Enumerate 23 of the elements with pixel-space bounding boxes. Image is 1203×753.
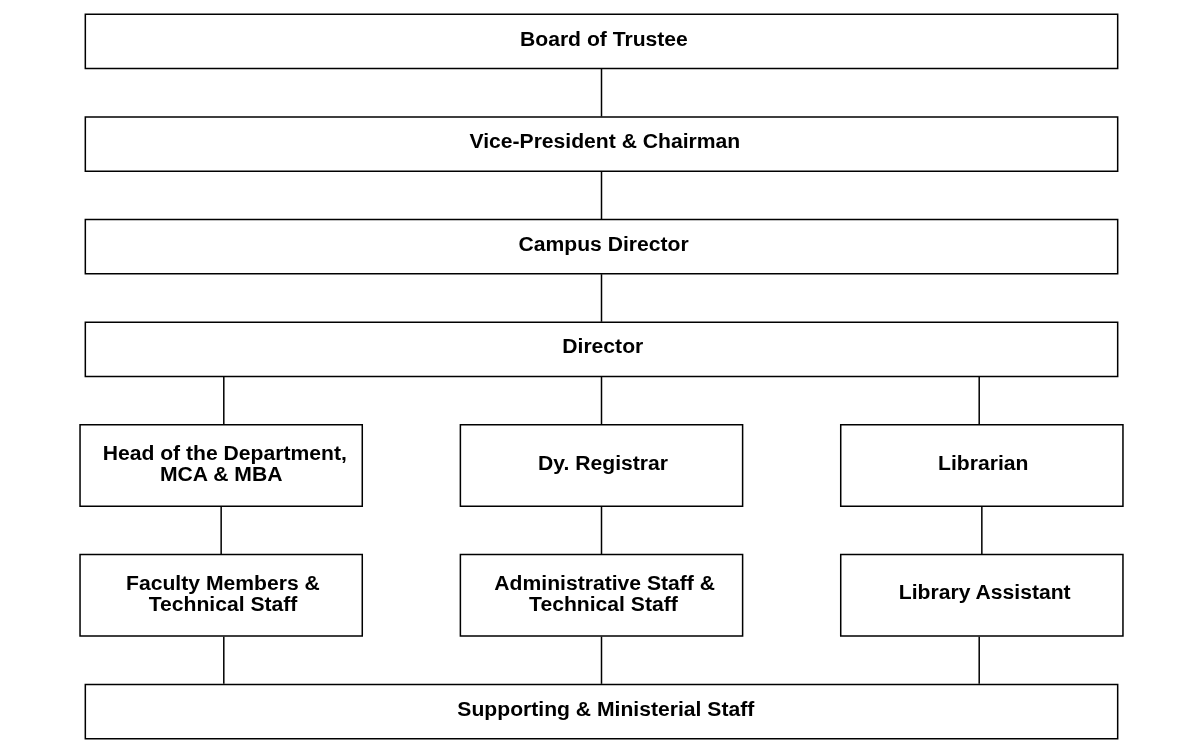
connector <box>600 635 603 685</box>
connector <box>981 505 983 556</box>
node-box: Librarian <box>839 424 1124 508</box>
connector <box>223 635 225 685</box>
connector <box>220 505 222 556</box>
connector <box>600 376 603 426</box>
connector <box>600 170 603 220</box>
node-box: Administrative Staff & Technical Staff <box>459 553 744 637</box>
node-box: Campus Director <box>84 218 1119 275</box>
node-box: Head of the Department, MCA & MBA <box>79 424 364 508</box>
node-box: Faculty Members & Technical Staff <box>79 553 364 637</box>
node-box: Director <box>84 321 1119 378</box>
connector <box>223 376 225 426</box>
connector <box>600 68 603 118</box>
node-box: Dy. Registrar <box>459 424 744 508</box>
connector <box>978 635 980 685</box>
node-box: Library Assistant <box>839 553 1124 637</box>
node-box: Board of Trustee <box>84 13 1119 70</box>
connector <box>600 505 603 556</box>
connector <box>978 376 980 426</box>
node-box: Supporting & Ministerial Staff <box>84 683 1119 740</box>
node-box: Vice-President & Chairman <box>84 116 1119 172</box>
connector <box>600 273 603 323</box>
